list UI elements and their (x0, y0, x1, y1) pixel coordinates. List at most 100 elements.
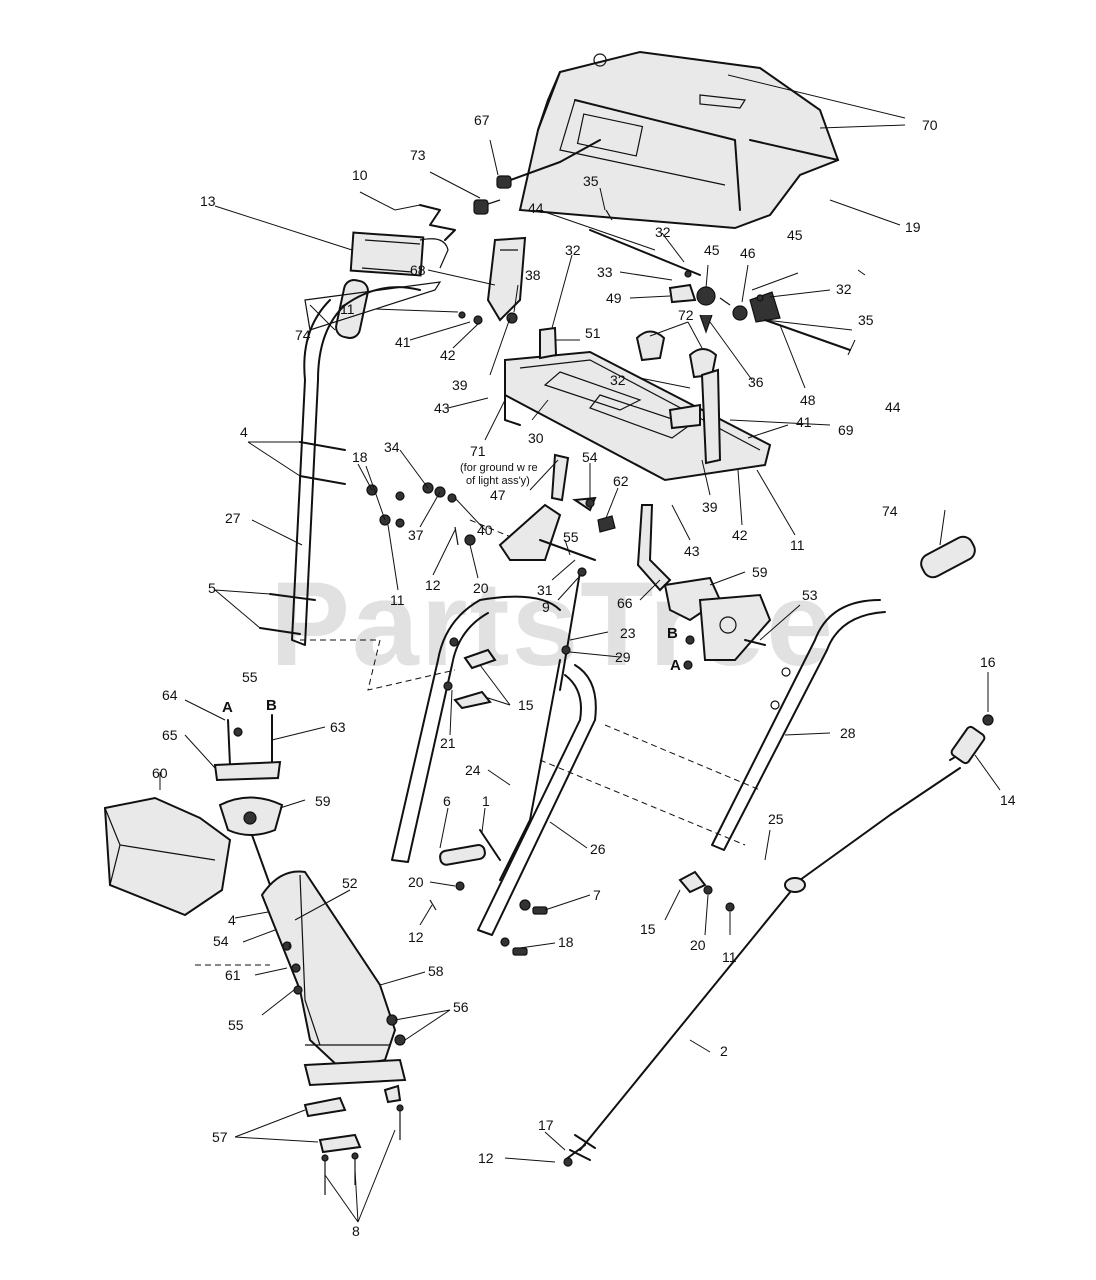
callout-18-lower: 18 (558, 934, 574, 950)
leader-lines (159, 74, 1001, 1223)
callout-20-mid: 20 (408, 874, 424, 890)
callout-43-upper: 43 (434, 400, 450, 416)
callout-58: 58 (428, 963, 444, 979)
callout-73: 73 (410, 147, 426, 163)
callout-7: 7 (593, 887, 601, 903)
callout-12-mid: 12 (408, 929, 424, 945)
callout-35-upper: 35 (583, 173, 599, 189)
callout-30: 30 (528, 430, 544, 446)
callout-39-left: 39 (452, 377, 468, 393)
callout-59-right: 59 (752, 564, 768, 580)
callout-4-lower: 4 (228, 912, 236, 928)
assembly-line-3 (539, 759, 746, 846)
callout-5: 5 (208, 580, 216, 596)
callout-12-lower: 12 (478, 1150, 494, 1166)
callout-27: 27 (225, 510, 241, 526)
callout-8: 8 (352, 1223, 360, 1239)
nut-54 (585, 498, 595, 508)
callout-11-lower: 11 (722, 949, 737, 965)
callout-47: 47 (490, 487, 506, 503)
callout-66: 66 (617, 595, 633, 611)
callout-48: 48 (800, 392, 816, 408)
bolt-53 (744, 639, 766, 646)
callout-64: 64 (162, 687, 178, 703)
bolts-upper-left (259, 441, 405, 635)
callout-60: 60 (152, 765, 168, 781)
callout-55-left: 55 (242, 669, 258, 685)
callout-59-left: 59 (315, 793, 331, 809)
marker-a-right: A (670, 657, 681, 674)
callout-21: 21 (440, 735, 456, 751)
callout-4-upper: 4 (240, 424, 248, 440)
shift-knob-left (635, 330, 666, 362)
assembly-line-1 (300, 639, 456, 691)
callout-31: 31 (537, 582, 553, 598)
lower-handle-26 (477, 659, 597, 936)
cotter-35a (605, 209, 613, 221)
callout-6: 6 (443, 793, 451, 809)
callout-46: 46 (740, 245, 756, 261)
callout-20-lower: 20 (690, 937, 706, 953)
letter-markers: A B B A (222, 625, 681, 716)
callout-44-upper: 44 (528, 200, 544, 216)
callout-15-upper: 15 (518, 697, 534, 713)
callout-39-right: 39 (702, 499, 718, 515)
callout-29: 29 (615, 649, 631, 665)
callout-62: 62 (613, 473, 629, 489)
callout-23: 23 (620, 625, 636, 641)
dash-panel (518, 50, 840, 230)
callout-74-right: 74 (882, 503, 898, 519)
deflector-bracket (213, 714, 282, 782)
note-light-assy: of light ass'y) (466, 475, 530, 487)
callout-61: 61 (225, 967, 241, 983)
lower-handle-24 (391, 595, 561, 863)
upper-handle-right (711, 599, 886, 851)
callout-54-upper: 54 (582, 449, 598, 465)
marker-b-left: B (266, 697, 277, 714)
callout-32-d: 32 (610, 372, 626, 388)
knob-73 (473, 199, 501, 215)
lever-66 (636, 504, 672, 592)
light-bracket (458, 236, 527, 325)
callout-54-lower: 54 (213, 933, 229, 949)
callout-51: 51 (585, 325, 601, 341)
lever-69 (700, 368, 722, 465)
assembly-line-2 (604, 724, 761, 791)
callout-41-right: 41 (796, 414, 812, 430)
callout-13: 13 (200, 193, 216, 209)
shift-rod-upper (589, 229, 701, 276)
bracket-15-upper (443, 637, 497, 710)
callout-55-lower: 55 (228, 1017, 244, 1033)
callout-57: 57 (212, 1129, 228, 1145)
chute-keepers (303, 1084, 404, 1195)
callout-12-upper: 12 (425, 577, 441, 593)
callout-20-upper: 20 (473, 580, 489, 596)
chute-deflector (103, 796, 232, 917)
callout-34: 34 (384, 439, 400, 455)
callout-11-upper: 11 (340, 301, 355, 317)
callout-44-right: 44 (885, 399, 901, 415)
console-panel (504, 326, 772, 482)
callout-37: 37 (408, 527, 424, 543)
callout-65: 65 (162, 727, 178, 743)
callout-28: 28 (840, 725, 856, 741)
callout-72: 72 (678, 307, 694, 323)
fasteners-center (422, 482, 476, 546)
callout-18-upper: 18 (352, 449, 368, 465)
marker-b-right: B (667, 625, 678, 642)
callout-67: 67 (474, 112, 490, 128)
grip-right (920, 535, 976, 579)
callout-16: 16 (980, 654, 996, 670)
callout-25: 25 (768, 811, 784, 827)
callout-40: 40 (477, 522, 493, 538)
callout-38: 38 (525, 267, 541, 283)
discharge-chute (260, 870, 407, 1087)
callout-10: 10 (352, 167, 368, 183)
callout-2: 2 (720, 1043, 728, 1059)
callout-26: 26 (590, 841, 606, 857)
callout-36: 36 (748, 374, 764, 390)
callout-70: 70 (922, 117, 938, 133)
key-switch (496, 139, 601, 189)
callout-11-mid: 11 (390, 592, 405, 608)
